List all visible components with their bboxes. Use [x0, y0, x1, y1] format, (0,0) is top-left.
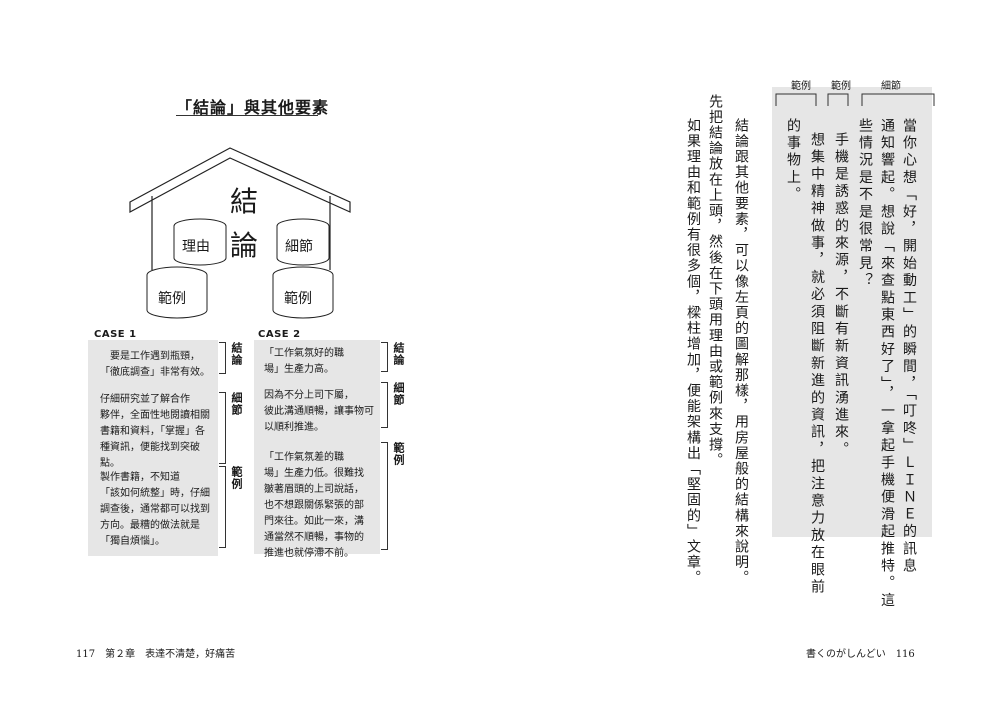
case2-tag-detail: 細節 [392, 382, 405, 406]
top-label-detail: 細節 [881, 81, 901, 92]
top-label-example-2: 範例 [831, 81, 851, 92]
case1-bracket-1 [219, 342, 226, 374]
top-brackets [775, 93, 935, 106]
diagram-title: 「結論」與其他要素 [176, 98, 330, 117]
footer-left: 117 第２章 表達不清楚，好痛苦 [76, 649, 236, 660]
footer-right: 書くのがしんどい 116 [806, 649, 915, 660]
house-char-bottom: 論 [230, 229, 259, 262]
case1-tag-detail: 細節 [230, 392, 243, 416]
box-column-5: 想集中精神做事，就必須阻斷新進的資訊，把注意力放在眼前 [809, 132, 825, 597]
house-diagram [129, 147, 351, 319]
case1-tag-conclusion: 結論 [230, 342, 243, 366]
case2-label: CASE 2 [258, 329, 301, 340]
body-column-3: 如果理由和範例有很多個，樑柱增加，便能架構出「堅固的」文章。 [685, 118, 701, 586]
box-column-3: 些情況是不是很常見？ [857, 118, 873, 290]
case2-tag-conclusion: 結論 [392, 342, 405, 366]
case1-detail-text: 仔細研究並了解合作 夥伴，全面性地閱讀相關 書籍和資料，「掌握」各 種資訊，便能… [100, 394, 210, 469]
top-label-example-1: 範例 [791, 81, 811, 92]
case1-label: CASE 1 [94, 329, 137, 340]
house-char-top: 結 [230, 185, 259, 218]
body-column-1: 結論跟其他要素，可以像左頁的圖解那樣，用房屋般的結構來說明。 [733, 118, 749, 586]
base-right-cylinder [272, 266, 334, 319]
case2-example-text: 「工作氣氛差的職 場」生產力低。很難找 皺著眉頭的上司說話， 也不想跟關係緊張的… [264, 452, 364, 559]
case2-bracket-3 [381, 442, 388, 550]
case1-conclusion-text: 要是工作遇到瓶頸， 「徹底調查」非常有效。 [100, 351, 210, 378]
case1-bracket-2 [219, 392, 226, 464]
case2-detail-text: 因為不分上司下屬， 彼此溝通順暢，讓事物可 以順利推進。 [264, 390, 374, 433]
box-column-1: 當你心想「好，開始動工」的瞬間，「叮咚」ＬＩＮＥ的訊息 [901, 118, 917, 576]
case1-tag-example: 範例 [230, 466, 243, 490]
pillar-left-cylinder [173, 218, 227, 266]
case2-tag-example: 範例 [392, 442, 405, 466]
case2-bracket-2 [381, 382, 388, 428]
pillar-left-label: 理由 [182, 239, 210, 255]
body-column-2: 先把結論放在上頭，然後在下頭用理由或範例來支撐。 [707, 94, 723, 469]
highlight-box [772, 87, 932, 537]
title-underline [176, 115, 318, 116]
pillar-right-label: 細節 [285, 239, 313, 255]
base-left-cylinder [146, 266, 208, 319]
box-column-4: 手機是誘惑的來源，不斷有新資訊湧進來。 [833, 132, 849, 459]
box-column-2: 通知響起。想說「來查點東西好了」，一拿起手機便滑起推特。這 [879, 118, 895, 610]
case2-panel [254, 340, 380, 554]
case2-bracket-1 [381, 342, 388, 372]
case2-conclusion-text: 「工作氣氛好的職 場」生產力高。 [264, 348, 344, 375]
pillar-right-cylinder [276, 218, 330, 266]
case1-example-text: 製作書籍，不知道 「該如何統整」時，仔細 調查後，通常都可以找到 方向。最糟的做… [100, 472, 210, 547]
base-left-label: 範例 [158, 291, 186, 307]
box-column-6: 的事物上。 [785, 118, 801, 204]
case1-bracket-3 [219, 466, 226, 548]
case1-panel [88, 340, 218, 556]
base-right-label: 範例 [284, 291, 312, 307]
